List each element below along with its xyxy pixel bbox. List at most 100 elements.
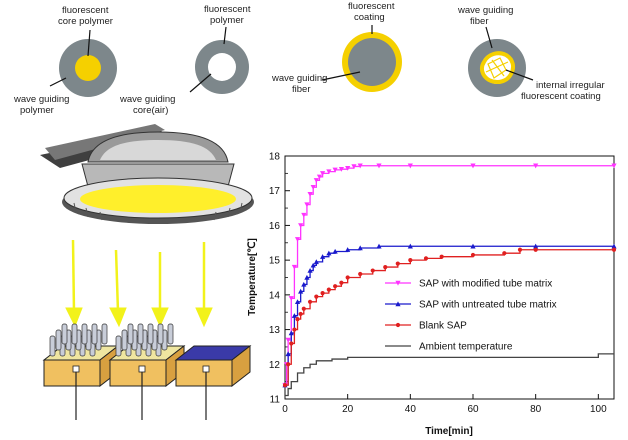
series-3-point [289,341,294,346]
y-tick-label: 13 [269,325,281,336]
series-2-point [533,243,539,249]
series-3-point [439,254,444,259]
y-tick-label: 12 [269,360,281,371]
y-tick-label: 16 [269,221,281,232]
series-1-point [470,163,476,169]
fiber-d-pointer-bottom [505,69,534,81]
series-3-point [408,258,413,263]
fiber-d-label-bottom-2: fluorescent coating [521,91,601,102]
plot-frame [284,155,615,400]
series-1-point [310,185,316,190]
legend-swatch-marker [395,322,401,328]
legend-label: SAP with untreated tube matrix [419,300,557,311]
series-1-point [338,166,344,172]
series-1-point [357,163,363,169]
series-1-point [316,174,323,180]
legend-swatch-marker [395,280,401,286]
series-2-point [376,243,382,249]
series-3-point [345,275,350,280]
sample-block-blank [174,344,252,420]
series-2-point [611,243,617,249]
sample-block-modified [42,323,120,420]
lamp [40,124,254,224]
series-3-point [470,252,476,258]
series-1-point [332,167,338,173]
sample-block-untreated [108,323,186,420]
series-3-point [370,268,375,273]
series-1-point [291,264,297,270]
series-3-point [383,264,388,270]
fiber-d-pointer-top [485,26,493,49]
x-tick-label: 0 [282,404,288,415]
x-tick-label: 60 [467,404,479,415]
lamp-light [80,185,236,213]
series-2 [282,243,617,388]
series-2-point [288,330,294,336]
fiber-a-label-top-1: fluorescent [62,5,109,16]
legend-label: SAP with modified tube matrix [419,279,552,290]
series-3-point [339,280,344,285]
series-3-point [517,247,523,252]
series-2-point [298,288,304,294]
fiber-b-label-top-1: fluorescent [204,4,251,15]
x-tick-label: 80 [530,404,542,415]
series-1-point [351,164,357,170]
series-1-point [533,163,539,169]
x-tick-label: 100 [590,404,607,415]
y-tick-label: 18 [269,152,281,163]
fiber-a-label-bottom-2: polymer [20,105,54,116]
fiber-c: fluorescent coating wave guiding fiber [271,1,402,95]
series-3-point [320,291,325,296]
series-1-point [611,163,617,169]
series-3-point [502,251,507,256]
series-3-point [358,271,363,277]
fiber-b-label-top-2: polymer [210,15,244,26]
series-1-point [285,337,291,343]
fiber-c-pointer-bottom [321,71,361,81]
series-3 [282,247,617,388]
series-3-point [295,317,300,322]
fiber-d-irregular-coating [479,51,516,84]
light-arrow-2 [109,249,127,328]
fiber-b-pointer-bottom [189,73,212,93]
fiber-a-pointer-bottom [49,77,67,87]
series-4 [285,353,614,397]
series-3-point [611,247,617,252]
series-2-point [301,281,307,287]
series-2-point [345,247,351,252]
series-2-point [407,243,413,249]
series-2-point [326,250,332,256]
sample-tubes-untreated [115,323,174,357]
fiber-a-label-bottom-1: wave guiding [13,94,69,105]
light-arrow-4 [195,242,213,328]
series-2-point [313,259,319,265]
fiber-c-label-bottom-2: fiber [292,84,310,95]
legend-swatch-marker [395,301,401,307]
series-3-point [423,256,429,261]
light-arrows [65,239,213,328]
x-tick-label: 20 [342,404,354,415]
fiber-b-label-bottom-1: wave guiding [119,94,175,105]
light-arrow-1 [65,239,83,328]
series-2-point [470,243,476,249]
fiber-a-pointer-top [87,29,91,57]
y-axis-label: Temperature[℃] [247,238,258,316]
fiber-a-core [75,55,101,81]
x-axis-label: Time[min] [425,426,473,437]
fiber-c-label-top-1: fluorescent [348,1,395,12]
series-2-point [357,245,363,251]
lamp-dome-highlight [100,140,216,160]
series-1-point [376,163,382,169]
fiber-a: fluorescent core polymer wave guiding po… [13,5,117,116]
series-1-point [304,202,310,208]
series-2-point [294,299,301,304]
lamp-rim-vents [73,202,243,221]
fiber-b-label-bottom-2: core(air) [133,105,168,116]
series-2-point [310,262,316,268]
series-3-point [326,287,331,292]
series-2-point [304,274,310,280]
sample-tubes-modified [49,323,108,357]
